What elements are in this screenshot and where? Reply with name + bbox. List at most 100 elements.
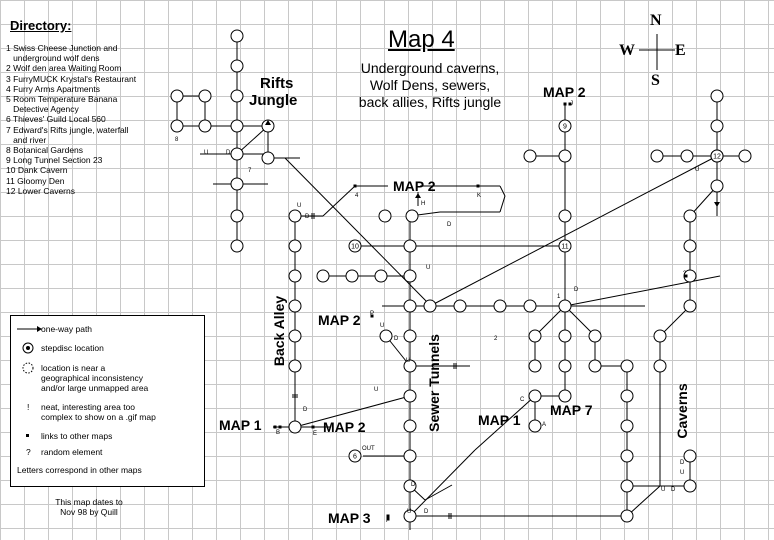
location-node[interactable] <box>620 419 634 433</box>
location-node[interactable] <box>453 299 467 313</box>
location-node[interactable] <box>403 449 417 463</box>
location-node[interactable] <box>683 449 697 463</box>
location-node[interactable]: 9 <box>558 119 572 133</box>
location-node[interactable] <box>493 299 507 313</box>
link-map7[interactable]: MAP 7 <box>550 402 593 418</box>
link-map2-left[interactable]: MAP 2 <box>318 312 361 328</box>
location-node[interactable] <box>288 239 302 253</box>
location-node[interactable] <box>683 299 697 313</box>
location-node[interactable] <box>403 419 417 433</box>
location-node[interactable] <box>378 209 392 223</box>
link-map2-top[interactable]: MAP 2 <box>543 84 586 100</box>
directory-item: 5 Room Temperature Banana <box>6 94 118 105</box>
link-map2-center[interactable]: MAP 2 <box>393 178 436 194</box>
location-node[interactable] <box>230 29 244 43</box>
map-title: Map 4 <box>388 26 455 53</box>
location-node[interactable]: 11 <box>558 239 572 253</box>
location-node[interactable] <box>423 299 437 313</box>
location-node[interactable] <box>683 209 697 223</box>
location-node[interactable] <box>558 389 572 403</box>
location-node[interactable] <box>683 269 697 283</box>
location-node[interactable] <box>523 299 537 313</box>
location-node[interactable] <box>588 329 602 343</box>
location-node[interactable] <box>288 359 302 373</box>
region-sewer-tunnels-label: Sewer Tunnels <box>426 334 442 432</box>
location-node[interactable] <box>523 149 537 163</box>
location-node[interactable] <box>403 269 417 283</box>
link-map2-bottom[interactable]: MAP 2 <box>323 419 366 435</box>
location-node[interactable] <box>230 209 244 223</box>
location-node[interactable] <box>403 509 417 523</box>
location-node[interactable] <box>528 359 542 373</box>
legend-inconsistency-2: geographical inconsistency <box>41 373 144 383</box>
legend-exclamation-icon: ! <box>27 402 30 412</box>
location-node[interactable] <box>528 419 542 433</box>
location-node[interactable] <box>261 151 275 165</box>
location-node[interactable] <box>288 209 302 223</box>
location-node[interactable] <box>288 329 302 343</box>
compass-north: N <box>650 12 662 29</box>
location-node[interactable] <box>403 479 417 493</box>
location-node[interactable] <box>683 239 697 253</box>
letter-d: D <box>226 150 231 156</box>
location-node[interactable] <box>230 177 244 191</box>
location-node[interactable] <box>620 479 634 493</box>
subtitle-line: Wolf Dens, sewers, <box>369 77 491 93</box>
location-node[interactable] <box>528 329 542 343</box>
location-node[interactable]: 10 <box>348 239 362 253</box>
location-node[interactable] <box>230 59 244 73</box>
location-node[interactable] <box>374 269 388 283</box>
directory-item: 9 Long Tunnel Section 23 <box>6 155 103 166</box>
location-node[interactable] <box>288 299 302 313</box>
note-line: Nov 98 by Quill <box>60 507 118 517</box>
location-node[interactable] <box>650 149 664 163</box>
location-node[interactable] <box>738 149 752 163</box>
location-node[interactable] <box>288 269 302 283</box>
location-node[interactable] <box>403 329 417 343</box>
letter-out: OUT <box>362 446 375 452</box>
location-node[interactable] <box>683 479 697 493</box>
location-node[interactable] <box>558 359 572 373</box>
location-node[interactable] <box>170 119 184 133</box>
location-node[interactable] <box>620 359 634 373</box>
location-node[interactable] <box>710 179 724 193</box>
location-node[interactable]: 12 <box>710 149 724 163</box>
location-node[interactable] <box>588 359 602 373</box>
location-node[interactable] <box>230 239 244 253</box>
location-node[interactable] <box>620 389 634 403</box>
location-node[interactable] <box>710 119 724 133</box>
location-node[interactable] <box>405 209 419 223</box>
location-node[interactable] <box>345 269 359 283</box>
location-node[interactable] <box>316 269 330 283</box>
location-node[interactable] <box>403 359 417 373</box>
link-map1-left[interactable]: MAP 1 <box>219 417 262 433</box>
region-jungle-label: Jungle <box>249 92 298 109</box>
location-node[interactable] <box>403 299 417 313</box>
location-node[interactable] <box>230 147 244 161</box>
location-node[interactable] <box>198 89 212 103</box>
location-node[interactable] <box>558 299 572 313</box>
link-map3[interactable]: MAP 3 <box>328 510 371 526</box>
location-node[interactable] <box>198 119 212 133</box>
location-node[interactable] <box>558 329 572 343</box>
location-node[interactable] <box>558 149 572 163</box>
letter-d: D <box>411 482 416 488</box>
location-node[interactable] <box>288 420 302 434</box>
location-node[interactable] <box>528 389 542 403</box>
location-node[interactable] <box>653 359 667 373</box>
location-node[interactable] <box>403 389 417 403</box>
location-node[interactable] <box>230 89 244 103</box>
location-node[interactable] <box>379 329 393 343</box>
location-node[interactable] <box>680 149 694 163</box>
location-node[interactable] <box>403 239 417 253</box>
location-node[interactable] <box>710 89 724 103</box>
location-node[interactable]: 6 <box>348 449 362 463</box>
location-node[interactable] <box>558 209 572 223</box>
location-node[interactable] <box>620 449 634 463</box>
location-node[interactable] <box>170 89 184 103</box>
link-map1-center[interactable]: MAP 1 <box>478 412 521 428</box>
path-segment <box>564 275 721 307</box>
location-node[interactable] <box>653 329 667 343</box>
location-node[interactable] <box>230 119 244 133</box>
location-node[interactable] <box>620 509 634 523</box>
